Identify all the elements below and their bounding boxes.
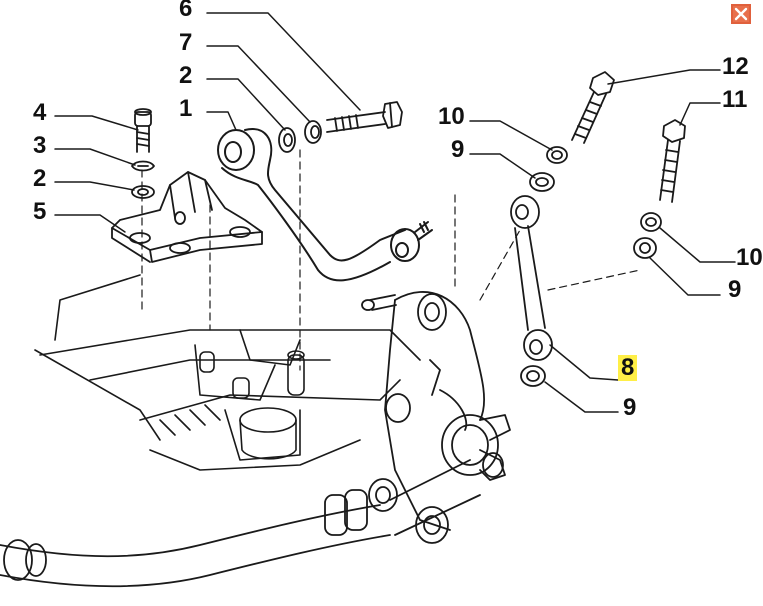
washer-2-top bbox=[278, 127, 296, 153]
callout-7: 7 bbox=[179, 29, 193, 56]
bolt-6 bbox=[326, 101, 403, 133]
steering-knuckle bbox=[361, 291, 511, 544]
washer-3 bbox=[131, 160, 155, 172]
mounting-bracket bbox=[111, 171, 263, 263]
bolt-11 bbox=[659, 119, 686, 203]
bushing-9-lower bbox=[520, 365, 546, 387]
callout-8-highlighted[interactable]: 8 bbox=[618, 355, 638, 381]
bushing-10-left bbox=[546, 146, 568, 164]
callout-2-top: 2 bbox=[179, 62, 193, 89]
stabilizer-bar bbox=[0, 459, 481, 588]
callout-3: 3 bbox=[33, 132, 47, 159]
callout-5: 5 bbox=[33, 198, 47, 225]
callout-1: 1 bbox=[179, 95, 193, 122]
bushing-10-right bbox=[640, 212, 662, 232]
bushing-9-right bbox=[633, 237, 657, 259]
upper-control-arm bbox=[217, 128, 433, 282]
close-icon bbox=[733, 6, 749, 22]
callout-9-lower: 9 bbox=[623, 394, 637, 421]
subframe bbox=[34, 274, 421, 471]
callout-9-left: 9 bbox=[451, 136, 465, 163]
callout-6: 6 bbox=[179, 0, 193, 22]
callout-12: 12 bbox=[722, 53, 749, 80]
callout-2-left: 2 bbox=[33, 165, 47, 192]
assembly-dash-lines bbox=[141, 149, 641, 371]
close-button[interactable] bbox=[731, 4, 751, 24]
callout-11: 11 bbox=[722, 86, 748, 113]
callout-10-left: 10 bbox=[438, 103, 465, 130]
stabilizer-link bbox=[510, 195, 553, 361]
washer-7 bbox=[304, 120, 322, 144]
callout-9-right: 9 bbox=[728, 276, 742, 303]
callout-10-right: 10 bbox=[736, 244, 763, 271]
leader-lines bbox=[54, 12, 736, 413]
washer-2-left bbox=[131, 185, 155, 199]
bolt-4 bbox=[134, 108, 152, 153]
bushing-9-left bbox=[529, 172, 555, 192]
callout-4: 4 bbox=[33, 99, 47, 126]
bolt-12 bbox=[571, 71, 615, 144]
